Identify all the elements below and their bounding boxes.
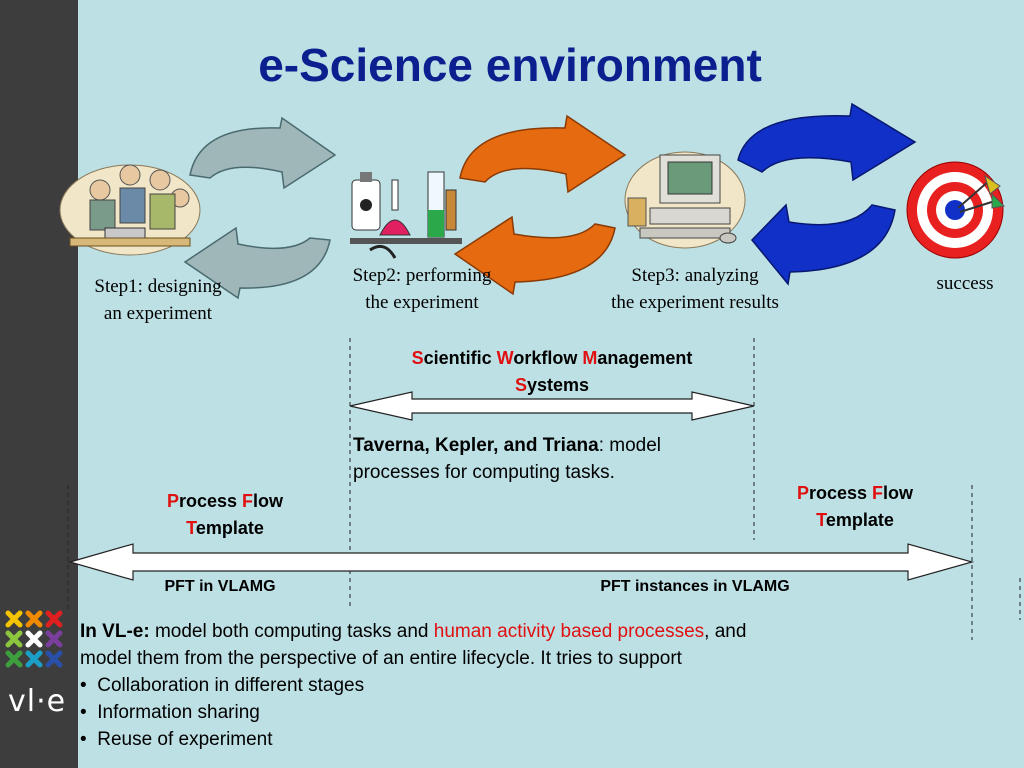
cycle-arrow-gray-bottom-icon xyxy=(183,226,331,300)
cycle-arrow-orange-top-icon xyxy=(459,114,627,194)
success-label: success xyxy=(936,273,994,294)
taverna-description: Taverna, Kepler, and Triana: model proce… xyxy=(353,435,662,483)
cycle-arrow-blue-top-icon xyxy=(737,102,917,182)
pft-template-left: Process Flow Template xyxy=(166,491,284,538)
lab-equipment-icon xyxy=(350,171,462,259)
people-meeting-icon xyxy=(59,164,201,256)
computer-icon xyxy=(624,151,746,249)
vle-logo-icon xyxy=(5,610,63,668)
vle-logo-text: vl·e xyxy=(8,684,67,719)
cycle-arrow-orange-bottom-icon xyxy=(453,215,616,296)
pft-span-arrow-icon xyxy=(67,543,975,581)
target-icon xyxy=(906,161,1006,259)
page-title: e-Science environment xyxy=(258,39,762,91)
swms-span-arrow-icon xyxy=(349,391,755,421)
cycle-arrow-blue-bottom-icon xyxy=(750,203,896,286)
pft-in-vlamg-label: PFT in VLAMG xyxy=(164,578,276,595)
pft-template-right: Process Flow Template xyxy=(796,483,914,530)
vle-description: In VL-e: model both computing tasks and … xyxy=(80,618,980,753)
swms-title: Scientific Workflow Management Systems xyxy=(411,348,693,395)
bullet-item: • Collaboration in different stages xyxy=(80,675,365,696)
bullet-item: • Information sharing xyxy=(80,702,260,723)
cycle-arrow-gray-top-icon xyxy=(189,116,337,190)
pft-instances-label: PFT instances in VLAMG xyxy=(600,578,790,595)
bullet-item: • Reuse of experiment xyxy=(80,729,273,750)
